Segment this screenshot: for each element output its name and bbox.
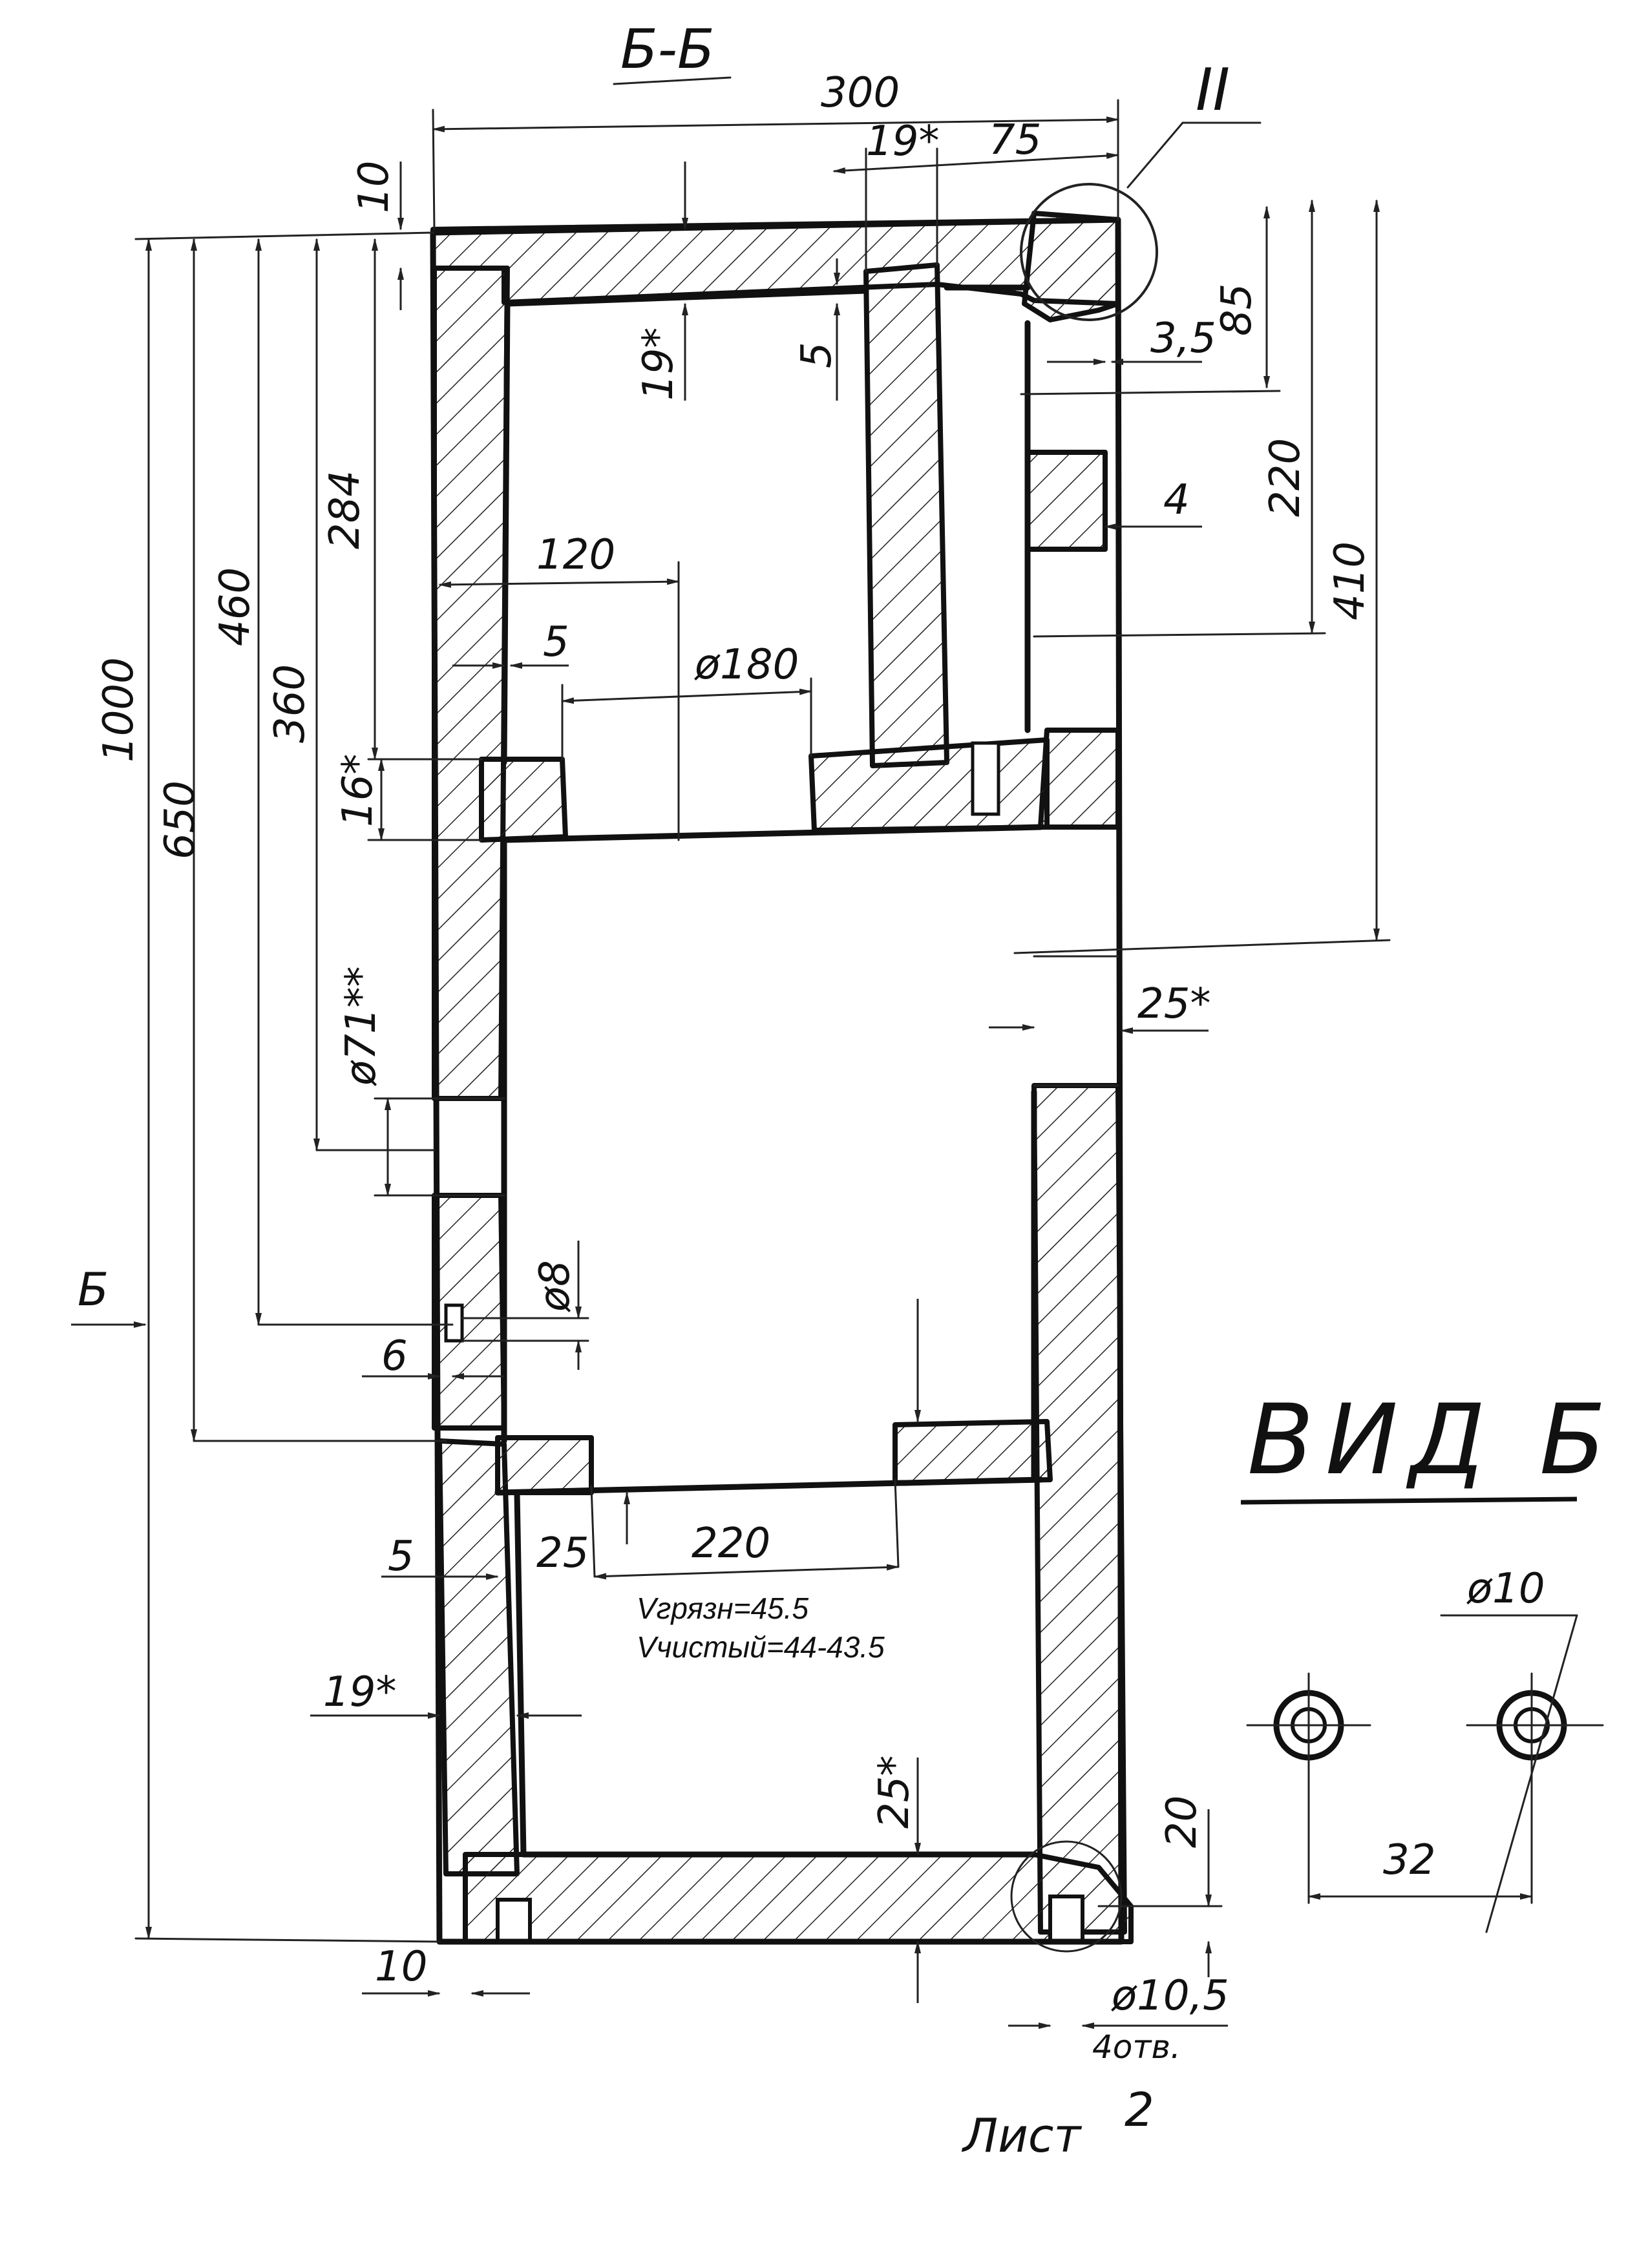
right-upper-block bbox=[1022, 211, 1121, 322]
dim-220-low-line bbox=[593, 1564, 900, 1580]
dim-10-top: 10 bbox=[350, 161, 398, 213]
view-arrow-label: Б bbox=[78, 1263, 109, 1316]
dim-25-right: 25* bbox=[1137, 980, 1210, 1028]
dim-25-low: 25 bbox=[536, 1529, 589, 1577]
dim-19-upper: 19* bbox=[635, 328, 682, 401]
dim-8: ø8 bbox=[531, 1260, 579, 1312]
left-wall-bottom bbox=[437, 1438, 520, 1876]
dim-180-line bbox=[561, 688, 812, 704]
view-title: ВИД Б bbox=[1247, 1384, 1618, 1496]
holes-count: 4отв. bbox=[1092, 2028, 1181, 2066]
detail-circle bbox=[1020, 183, 1158, 321]
volume-clean: Vчистый=44-43.5 bbox=[637, 1630, 885, 1664]
view-d10-leader bbox=[1485, 1614, 1578, 1933]
dim-3-5: 3,5 bbox=[1150, 315, 1216, 362]
dim-10-bottom: 10 bbox=[375, 1943, 427, 1991]
lower-chamber bbox=[494, 1089, 1044, 1858]
window-right bbox=[1033, 955, 1119, 1087]
lower-plate-right bbox=[893, 1419, 1053, 1486]
upper-chamber bbox=[501, 284, 1044, 1444]
inner-divider-plate bbox=[863, 262, 949, 768]
dim-5-low: 5 bbox=[388, 1533, 414, 1580]
lower-plate-left bbox=[495, 1435, 594, 1495]
bottom-hole-right bbox=[1048, 1895, 1084, 1944]
dim-180: ø180 bbox=[694, 641, 799, 689]
dim-300-line bbox=[432, 116, 1119, 132]
dim-284: 284 bbox=[321, 470, 369, 549]
left-wall-upper bbox=[432, 266, 510, 1101]
outer-contour bbox=[430, 216, 1125, 1945]
right-wall-piece-2 bbox=[1038, 728, 1121, 830]
dim-85: 85 bbox=[1213, 284, 1261, 336]
dim-1000: 1000 bbox=[95, 657, 143, 762]
dimension-labels: Б-Б II 300 19* 75 10 19* 5 85 3,5 220 41… bbox=[78, 17, 1374, 2066]
dimension-lines bbox=[71, 76, 1391, 2029]
detail-label: II bbox=[1196, 56, 1230, 124]
dim-20: 20 bbox=[1158, 1796, 1206, 1848]
dim-75: 75 bbox=[989, 116, 1041, 164]
dim-19-low: 19* bbox=[323, 1668, 396, 1716]
dim-75-line bbox=[832, 152, 1119, 174]
dim-5-mid: 5 bbox=[543, 618, 569, 666]
dim-71: ø71** bbox=[337, 966, 385, 1086]
dim-6: 6 bbox=[381, 1332, 408, 1380]
view-d10: ø10 bbox=[1466, 1565, 1545, 1613]
dim-460: 460 bbox=[211, 567, 259, 646]
dim-410: 410 bbox=[1326, 541, 1374, 620]
window-left bbox=[433, 1097, 505, 1197]
section-view bbox=[430, 183, 1158, 1953]
sheet-label: Лист 2 bbox=[961, 2083, 1154, 2163]
right-wall-lower bbox=[1031, 1083, 1127, 1935]
drain-pin bbox=[444, 1303, 464, 1343]
dim-220-low: 220 bbox=[692, 1520, 770, 1568]
dim-220-right: 220 bbox=[1262, 438, 1309, 517]
upper-plate-right bbox=[808, 737, 1050, 833]
view-b: ВИД Б ø10 32 bbox=[1240, 1384, 1618, 1933]
dim-4: 4 bbox=[1163, 476, 1190, 524]
upper-plate-left bbox=[479, 757, 568, 843]
section-title-underline bbox=[613, 76, 732, 85]
dim-120-line bbox=[438, 578, 680, 588]
volume-dirty: Vгрязн=45.5 bbox=[637, 1591, 809, 1625]
dim-360: 360 bbox=[266, 664, 314, 743]
dim-25-vert: 25* bbox=[871, 1756, 918, 1829]
right-wall-piece-1 bbox=[1025, 450, 1108, 552]
detail-circle-bottom bbox=[1010, 1840, 1123, 1953]
dim-19-top: 19* bbox=[866, 118, 939, 165]
view-hole-right bbox=[1466, 1672, 1604, 1904]
sheet-number: 2 bbox=[1125, 2083, 1154, 2137]
bottom-plate bbox=[463, 1852, 1134, 1944]
dim-300: 300 bbox=[821, 69, 900, 117]
section-title: Б-Б bbox=[620, 17, 715, 81]
view-hole-left bbox=[1246, 1672, 1371, 1904]
dim-16: 16* bbox=[334, 754, 382, 827]
bottom-hole-left bbox=[496, 1898, 532, 1944]
dim-10-5: ø10,5 bbox=[1111, 1972, 1229, 2020]
dim-120: 120 bbox=[536, 531, 615, 579]
pin-upper bbox=[971, 741, 1000, 816]
sheet-label-text: Лист bbox=[961, 2108, 1083, 2163]
dim-650: 650 bbox=[156, 781, 204, 859]
view-32: 32 bbox=[1383, 1836, 1435, 1884]
dim-5-upper: 5 bbox=[793, 342, 841, 368]
view-title-underline bbox=[1240, 1496, 1578, 1505]
